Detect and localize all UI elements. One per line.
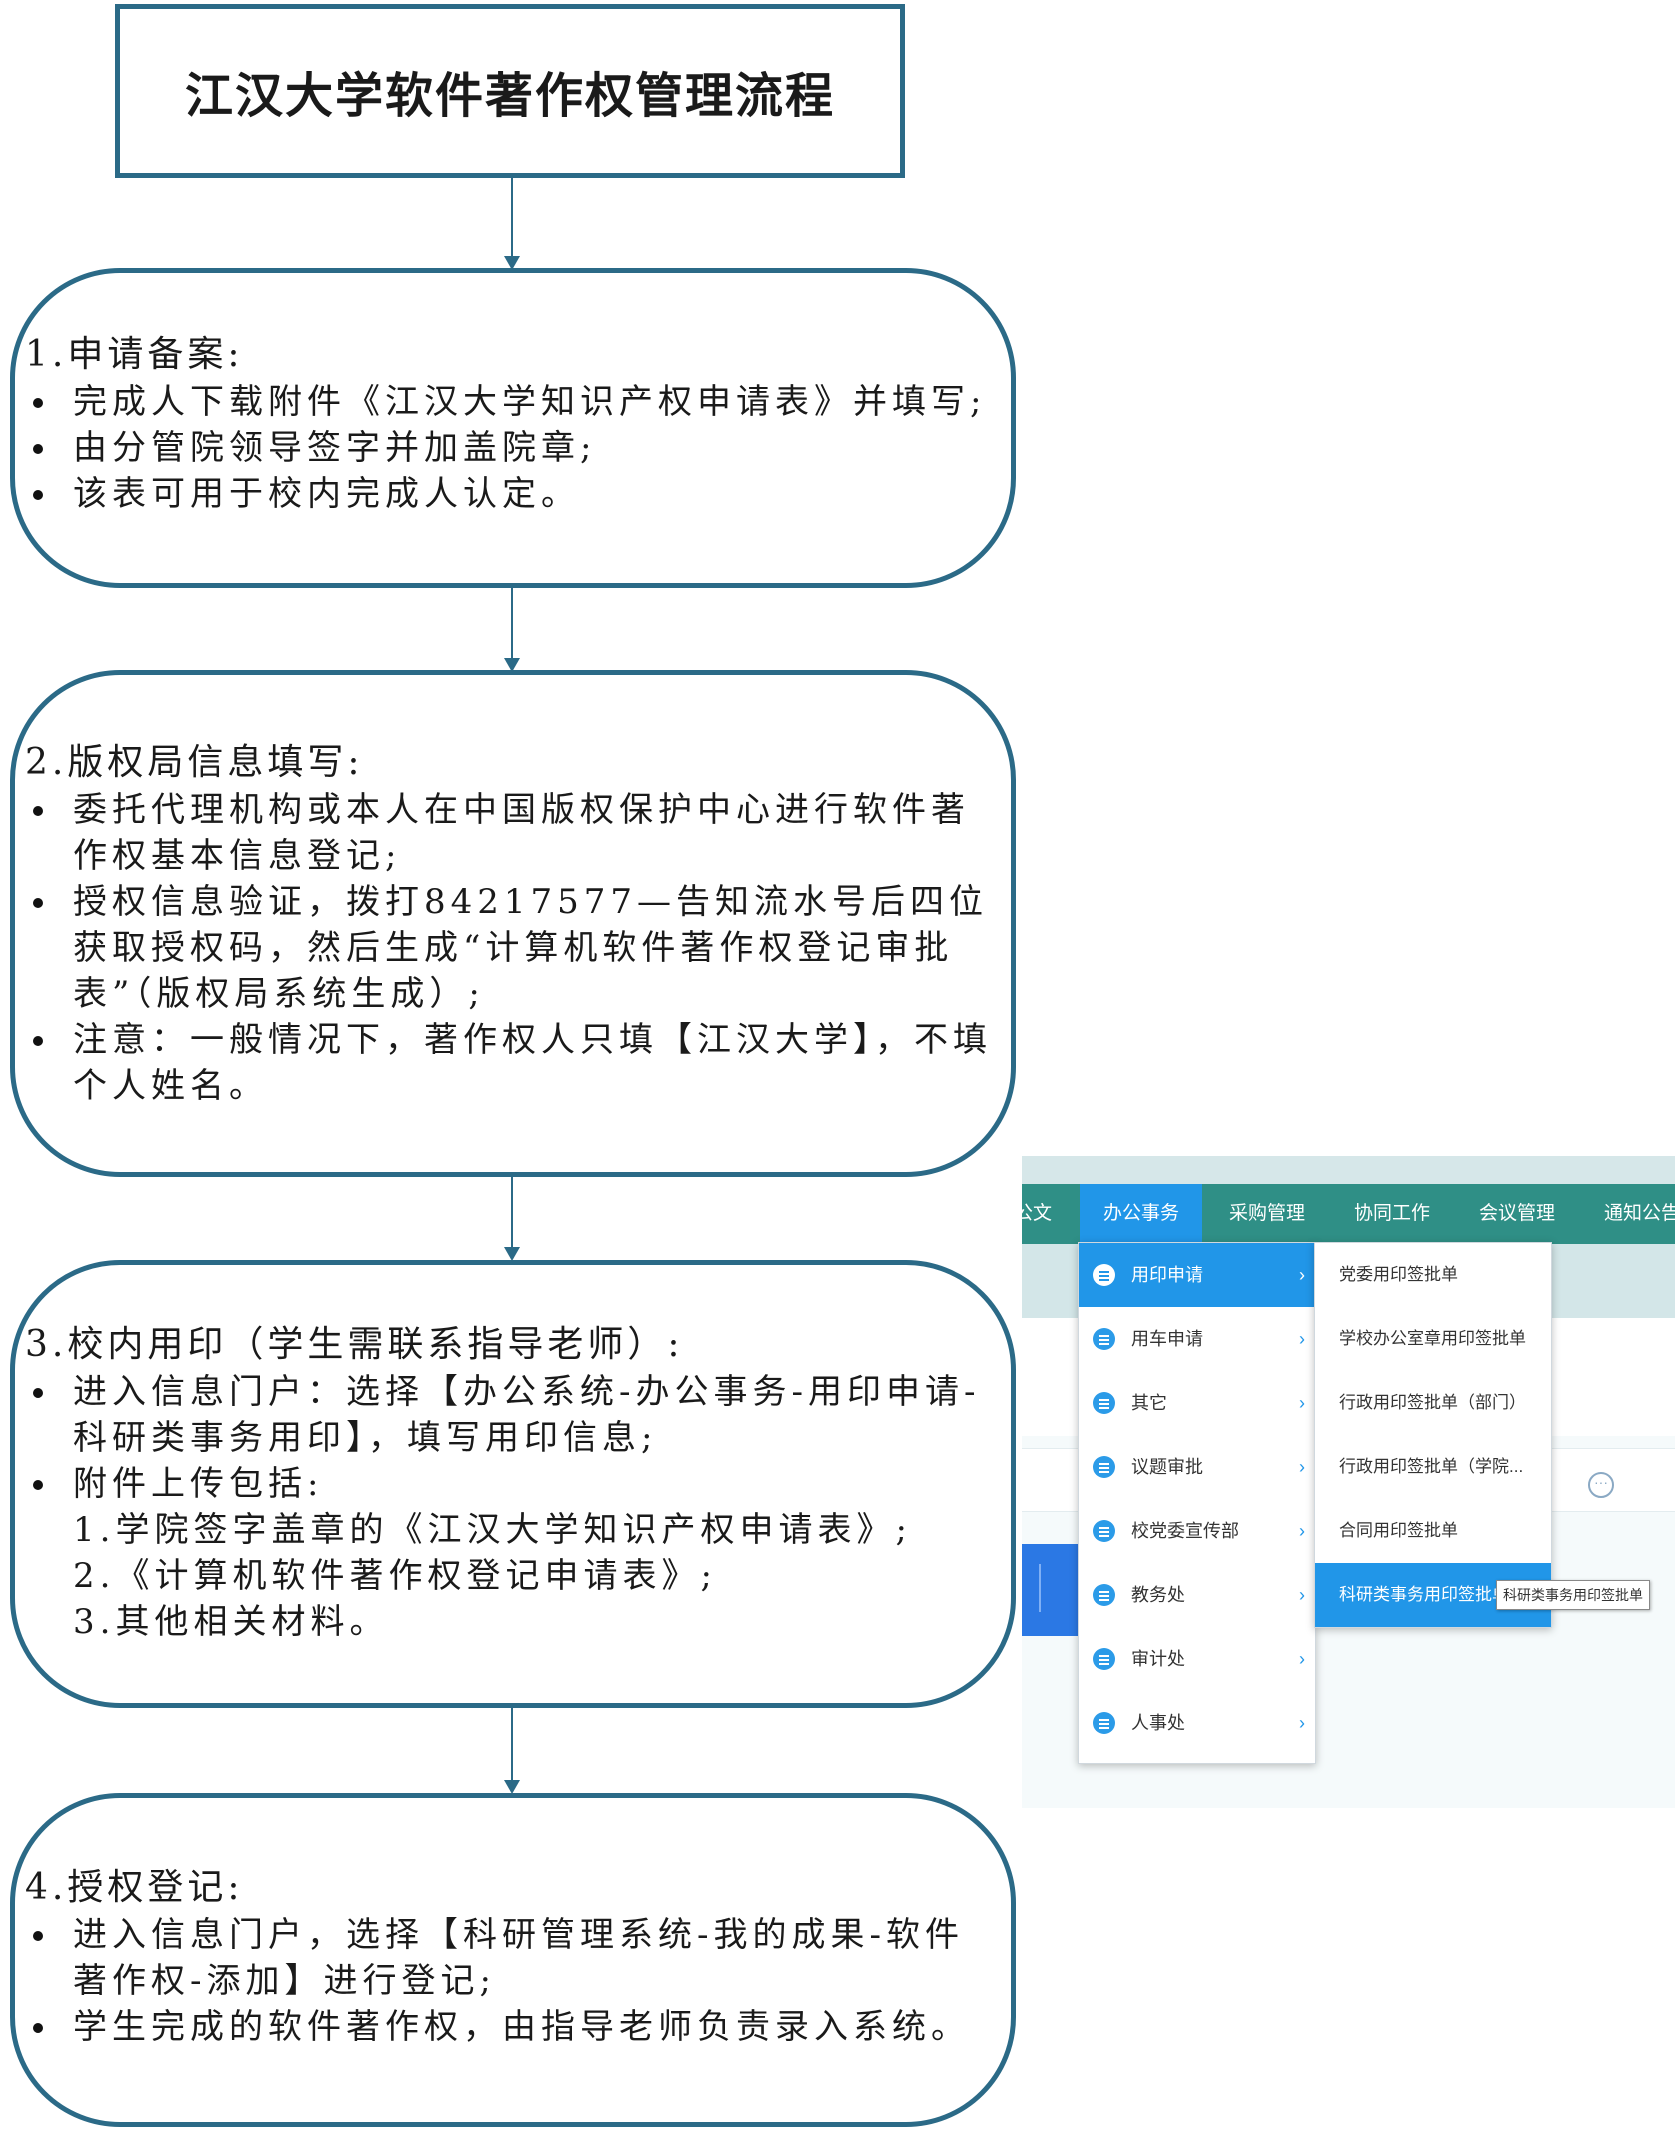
- list-icon: [1093, 1520, 1115, 1542]
- ellipsis-circle-icon[interactable]: ···: [1588, 1472, 1614, 1498]
- list-item: 由分管院领导签字并加盖院章;: [25, 425, 993, 471]
- tooltip: 科研类事务用印签批单: [1496, 1580, 1650, 1610]
- bullet-icon: [33, 1480, 43, 1490]
- bullet-icon: [33, 1036, 43, 1046]
- chevron-right-icon: ›: [1299, 1649, 1305, 1669]
- menu-item-hr-office[interactable]: 人事处 ›: [1079, 1691, 1315, 1755]
- attachment-item-1: 1.学院签字盖章的《江汉大学知识产权申请表》;: [73, 1510, 912, 1550]
- submenu-item-contract-seal[interactable]: 合同用印签批单: [1339, 1521, 1458, 1540]
- list-item: 进入信息门户：选择【办公系统-办公事务-用印申请-科研类事务用印】，填写用印信息…: [25, 1369, 993, 1461]
- step-2-list: 委托代理机构或本人在中国版权保护中心进行软件著作权基本信息登记; 授权信息验证，…: [25, 787, 993, 1109]
- step-1-list: 完成人下载附件《江汉大学知识产权申请表》并填写; 由分管院领导签字并加盖院章; …: [25, 379, 993, 517]
- step-4-box: 4.授权登记: 进入信息门户，选择【科研管理系统-我的成果-软件著作权-添加】进…: [10, 1793, 1016, 2127]
- menu-item-vehicle-request[interactable]: 用车申请 ›: [1079, 1307, 1315, 1371]
- bullet-icon: [33, 398, 43, 408]
- list-icon: [1093, 1392, 1115, 1414]
- list-icon: [1093, 1584, 1115, 1606]
- bullet-icon: [33, 1931, 43, 1941]
- chevron-right-icon: ›: [1299, 1585, 1305, 1605]
- list-item: 进入信息门户，选择【科研管理系统-我的成果-软件著作权-添加】进行登记;: [25, 1912, 993, 2004]
- bullet-icon: [33, 1388, 43, 1398]
- nav-item-meetings[interactable]: 会议管理: [1479, 1203, 1556, 1224]
- oa-menu-screenshot: 公文 办公事务 采购管理 协同工作 会议管理 通知公告 ··· 用印申请 › 用…: [1022, 1156, 1675, 1808]
- list-item: 附件上传包括:: [25, 1461, 993, 1507]
- dropdown-menu-level1: 用印申请 › 用车申请 › 其它 › 议题审批 › 校党委宣传部 › 教务处 ›: [1078, 1242, 1316, 1764]
- bullet-icon: [33, 444, 43, 454]
- list-item: 学生完成的软件著作权，由指导老师负责录入系统。: [25, 2004, 993, 2050]
- bullet-icon: [33, 898, 43, 908]
- menu-item-audit-office[interactable]: 审计处 ›: [1079, 1627, 1315, 1691]
- flowchart-title: 江汉大学软件著作权管理流程: [115, 4, 905, 178]
- submenu-item-office-seal[interactable]: 学校办公室章用印签批单: [1339, 1329, 1526, 1348]
- nav-item-office-affairs[interactable]: 办公事务: [1080, 1184, 1202, 1244]
- step-3-box: 3.校内用印（学生需联系指导老师）: 进入信息门户：选择【办公系统-办公事务-用…: [10, 1260, 1016, 1708]
- step-1-box: 1.申请备案: 完成人下载附件《江汉大学知识产权申请表》并填写; 由分管院领导签…: [10, 268, 1016, 588]
- step-3-heading: 3.校内用印（学生需联系指导老师）:: [25, 1324, 684, 1365]
- submenu-item-admin-seal-dept[interactable]: 行政用印签批单（部门）: [1339, 1393, 1526, 1412]
- bullet-icon: [33, 490, 43, 500]
- step-4-heading: 4.授权登记:: [25, 1867, 244, 1908]
- submenu-item-party-seal[interactable]: 党委用印签批单: [1339, 1265, 1458, 1284]
- step-2-box: 2.版权局信息填写: 委托代理机构或本人在中国版权保护中心进行软件著作权基本信息…: [10, 670, 1016, 1177]
- bullet-icon: [33, 806, 43, 816]
- menu-item-publicity-dept[interactable]: 校党委宣传部 ›: [1079, 1499, 1315, 1563]
- chevron-right-icon: ›: [1299, 1713, 1305, 1733]
- submenu-item-admin-seal-college[interactable]: 行政用印签批单（学院...: [1339, 1457, 1524, 1476]
- nav-item-notices[interactable]: 通知公告: [1604, 1203, 1675, 1224]
- list-item: 授权信息验证，拨打84217577—告知流水号后四位获取授权码，然后生成“计算机…: [25, 879, 993, 1017]
- chevron-right-icon: ›: [1299, 1521, 1305, 1541]
- menu-item-academic-affairs[interactable]: 教务处 ›: [1079, 1563, 1315, 1627]
- list-icon: [1093, 1456, 1115, 1478]
- list-item: 完成人下载附件《江汉大学知识产权申请表》并填写;: [25, 379, 993, 425]
- nav-item-collaboration[interactable]: 协同工作: [1354, 1203, 1431, 1224]
- flow-arrow-4: [504, 1706, 520, 1794]
- flow-arrow-1: [504, 178, 520, 270]
- menu-item-other[interactable]: 其它 ›: [1079, 1371, 1315, 1435]
- dropdown-menu-level2: 党委用印签批单 学校办公室章用印签批单 行政用印签批单（部门） 行政用印签批单（…: [1314, 1242, 1552, 1628]
- list-item: 委托代理机构或本人在中国版权保护中心进行软件著作权基本信息登记;: [25, 787, 993, 879]
- blue-tile: [1022, 1544, 1080, 1636]
- list-item: 注意：一般情况下，著作权人只填【江汉大学】，不填个人姓名。: [25, 1017, 993, 1109]
- step-4-list: 进入信息门户，选择【科研管理系统-我的成果-软件著作权-添加】进行登记; 学生完…: [25, 1912, 993, 2050]
- step-3-list: 进入信息门户：选择【办公系统-办公事务-用印申请-科研类事务用印】，填写用印信息…: [25, 1369, 993, 1507]
- list-item: 该表可用于校内完成人认定。: [25, 471, 993, 517]
- flow-arrow-3: [504, 1175, 520, 1261]
- attachment-item-2: 2.《计算机软件著作权登记申请表》;: [73, 1556, 717, 1596]
- menu-item-seal-request[interactable]: 用印申请 ›: [1079, 1243, 1315, 1307]
- list-icon: [1093, 1712, 1115, 1734]
- list-icon: [1093, 1328, 1115, 1350]
- oa-navbar: 公文 办公事务 采购管理 协同工作 会议管理 通知公告: [1022, 1184, 1675, 1244]
- step-2-heading: 2.版权局信息填写:: [25, 742, 364, 783]
- nav-item-procurement[interactable]: 采购管理: [1229, 1203, 1306, 1224]
- list-icon: [1093, 1648, 1115, 1670]
- attachment-item-3: 3.其他相关材料。: [73, 1602, 389, 1642]
- chevron-right-icon: ›: [1299, 1393, 1305, 1413]
- chevron-right-icon: ›: [1299, 1457, 1305, 1477]
- list-icon: [1093, 1264, 1115, 1286]
- flow-arrow-2: [504, 588, 520, 672]
- bullet-icon: [33, 2023, 43, 2033]
- nav-item-documents[interactable]: 公文: [1022, 1203, 1053, 1224]
- chevron-right-icon: ›: [1299, 1329, 1305, 1349]
- step-1-heading: 1.申请备案:: [25, 334, 244, 375]
- chevron-right-icon: ›: [1299, 1265, 1305, 1285]
- menu-item-agenda-approval[interactable]: 议题审批 ›: [1079, 1435, 1315, 1499]
